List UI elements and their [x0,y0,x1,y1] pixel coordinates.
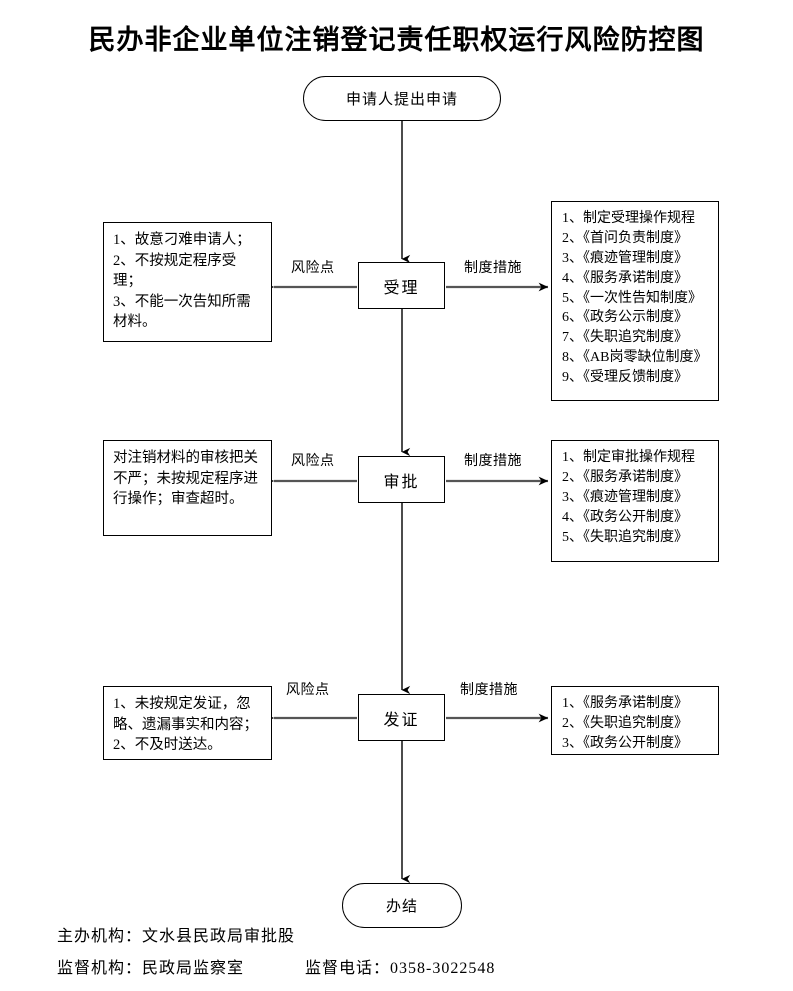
measure-line: 1、制定受理操作规程 [562,211,695,226]
measure-line: 3、《痕迹管理制度》 [562,250,688,266]
measure-line: 2、《失职追究制度》 [562,715,688,731]
measure-line: 5、《失职追究制度》 [562,529,688,545]
footer-supervision-phone: 监督电话：0358-3022548 [305,960,496,977]
risk-box-shouli: 1、故意刁难申请人； 2、不按规定程序受理； 3、不能一次告知所需材料。 [103,222,272,342]
risk-box-fazheng: 1、未按规定发证，忽略、遗漏事实和内容； 2、不及时送达。 [103,686,272,760]
measure-line: 1、《服务承诺制度》 [562,696,688,711]
node-process-shouli[interactable]: 受理 [358,262,445,309]
measure-line: 6、《政务公示制度》 [562,310,688,326]
edge-label-risk-shouli: 风险点 [291,261,335,276]
node-process-shenpi-label: 审批 [383,473,420,491]
page-title: 民办非企业单位注销登记责任职权运行风险防控图 [88,25,705,56]
edge-label-risk-shenpi: 风险点 [291,454,335,469]
node-end-label: 办结 [385,899,418,915]
footer-host-agency: 主办机构：文水县民政局审批股 [57,928,296,945]
node-process-fazheng-label: 发证 [383,711,420,729]
measure-line: 7、《失职追究制度》 [562,330,688,346]
risk-line: 对注销材料的审核把关不严；未按规定程序进行操作；审查超时。 [113,450,258,508]
edge-label-risk-fazheng: 风险点 [286,683,330,698]
measure-line: 1、制定审批操作规程 [562,450,695,465]
measures-box-fazheng: 1、《服务承诺制度》 2、《失职追究制度》 3、《政务公开制度》 [551,686,719,755]
risk-box-shenpi: 对注销材料的审核把关不严；未按规定程序进行操作；审查超时。 [103,440,272,536]
risk-line: 2、不按规定程序受理； [113,252,237,290]
measure-line: 2、《服务承诺制度》 [562,469,688,485]
measure-line: 9、《受理反馈制度》 [562,370,688,385]
risk-line: 1、未按规定发证，忽略、遗漏事实和内容； [113,696,258,733]
node-start-label: 申请人提出申请 [345,92,458,108]
risk-line: 1、故意刁难申请人； [113,232,251,248]
edge-label-measures-shouli: 制度措施 [464,261,522,276]
risk-line: 3、不能一次告知所需材料。 [113,293,251,331]
node-end[interactable]: 办结 [342,883,462,928]
measure-line: 5、《一次性告知制度》 [562,290,702,306]
measure-line: 8、《AB岗零缺位制度》 [562,350,708,366]
measure-line: 4、《政务公开制度》 [562,509,688,525]
footer-supervision-agency: 监督机构：民政局监察室 [57,960,245,977]
risk-line: 2、不及时送达。 [113,737,222,754]
measures-box-shouli: 1、制定受理操作规程 2、《首问负责制度》 3、《痕迹管理制度》 4、《服务承诺… [551,201,719,401]
measure-line: 2、《首问负责制度》 [562,230,688,246]
node-process-shouli-label: 受理 [383,279,420,297]
edge-label-measures-fazheng: 制度措施 [460,683,518,698]
node-start[interactable]: 申请人提出申请 [303,76,501,121]
node-process-fazheng[interactable]: 发证 [358,694,445,741]
measure-line: 4、《服务承诺制度》 [562,270,688,286]
measure-line: 3、《政务公开制度》 [562,735,688,751]
measures-box-shenpi: 1、制定审批操作规程 2、《服务承诺制度》 3、《痕迹管理制度》 4、《政务公开… [551,440,719,562]
edge-label-measures-shenpi: 制度措施 [464,454,522,469]
measure-line: 3、《痕迹管理制度》 [562,489,688,505]
node-process-shenpi[interactable]: 审批 [358,456,445,503]
